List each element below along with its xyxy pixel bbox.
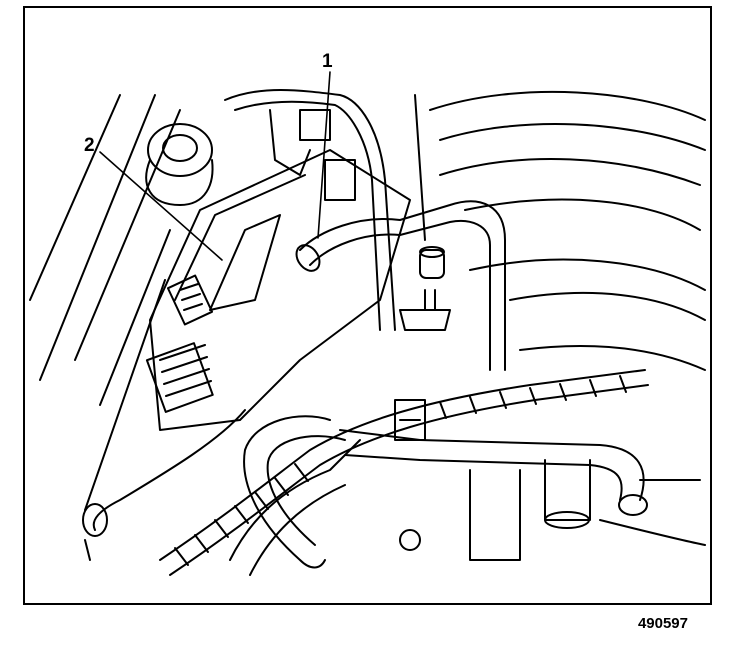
hose-clamp [394, 399, 426, 441]
ground-wire [82, 409, 246, 561]
corrugated-harness [159, 369, 649, 576]
control-module [145, 149, 411, 431]
leader-lines [99, 71, 331, 261]
lower-engine-components [399, 459, 706, 561]
figure-frame [23, 6, 712, 605]
upper-wiring-harness [224, 89, 396, 331]
air-cleaner-outline [414, 90, 706, 371]
figure-id: 490597 [637, 615, 688, 632]
vacuum-hose [295, 200, 506, 371]
hose-fitting [399, 246, 451, 331]
callout-1: 1 [322, 51, 333, 72]
filler-cap [145, 123, 214, 206]
coolant-hose [243, 415, 648, 569]
leader-line-2 [99, 151, 223, 261]
leader-line-1 [317, 71, 331, 239]
callout-2: 2 [84, 135, 95, 156]
